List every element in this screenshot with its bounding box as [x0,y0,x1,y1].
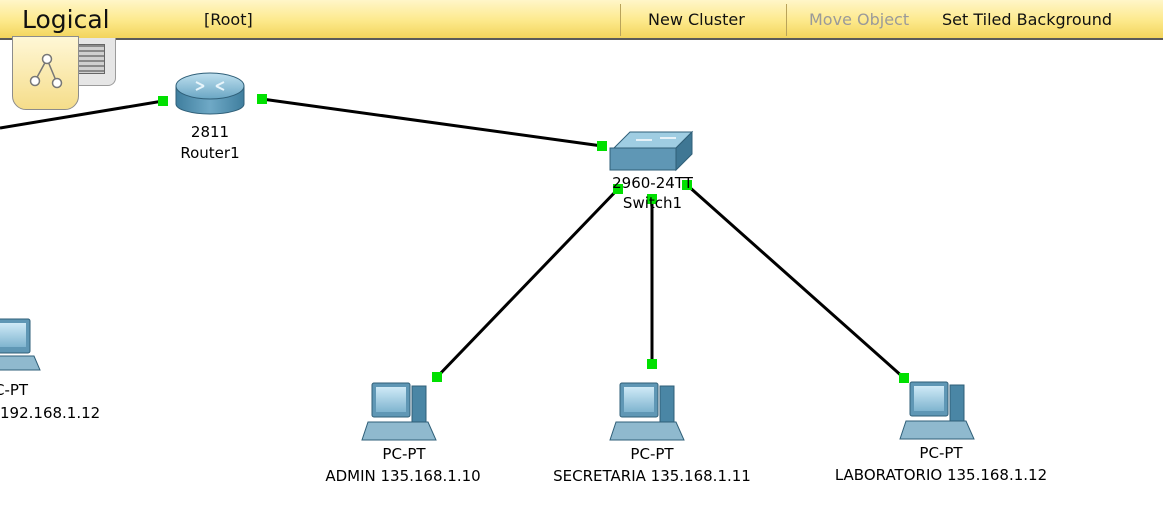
pc-laboratorio-name-label: LABORATORIO 135.168.1.12 [834,466,1048,484]
pc-icon [899,381,975,440]
pc-admin-name-label: ADMIN 135.168.1.10 [325,467,481,485]
port-status-indicator [647,194,657,204]
pc-icon [609,382,685,441]
router1-device[interactable] [175,72,245,115]
new-cluster-button[interactable]: New Cluster [648,10,745,29]
port-status-indicator [257,94,267,104]
toolbar-divider [786,4,787,36]
workspace-title: Logical [22,5,110,34]
port-status-indicator [613,184,623,194]
pc-secretaria-model-label: PC-PT [630,445,674,463]
router-icon [175,72,245,115]
port-status-indicator [158,96,168,106]
switch1-device[interactable] [609,130,694,172]
pc-secretaria-device[interactable] [609,382,685,441]
port-status-indicator [432,372,442,382]
pc-admin-model-label: PC-PT [382,445,426,463]
link-router-switch[interactable] [261,97,603,148]
router-model-label: 2811 [190,123,230,141]
port-status-indicator [899,373,909,383]
pc-left-model-label: C-PT [0,381,29,399]
logical-view-button[interactable] [12,36,79,110]
logical-toolbar: Logical [Root] New Cluster Move Object S… [0,0,1163,40]
router-name-label: Router1 [180,144,240,162]
port-status-indicator [682,180,692,190]
switch-model-label: 2960-24TT [612,174,693,192]
link-switch-admin[interactable] [435,187,620,379]
set-tiled-background-button[interactable]: Set Tiled Background [942,10,1113,29]
pc-icon [0,318,41,371]
pc-icon [361,382,437,441]
port-indicators [158,94,909,383]
pc-left-device[interactable] [0,318,41,371]
pc-admin-device[interactable] [361,382,437,441]
port-status-indicator [597,141,607,151]
network-links [0,97,905,380]
switch-name-label: Switch1 [622,194,683,212]
root-button[interactable]: [Root] [204,10,253,29]
move-object-button[interactable]: Move Object [809,10,910,29]
link-left-router[interactable] [0,99,164,130]
switch-icon [609,130,694,172]
pc-secretaria-name-label: SECRETARIA 135.168.1.11 [553,467,751,485]
logical-view-icon [29,53,63,89]
pc-left-name-label: 192.168.1.12 [0,404,101,422]
link-switch-laboratorio[interactable] [686,183,905,380]
pc-laboratorio-model-label: PC-PT [919,444,963,462]
port-status-indicator [647,359,657,369]
pc-laboratorio-device[interactable] [899,381,975,440]
toolbar-divider [620,4,621,36]
